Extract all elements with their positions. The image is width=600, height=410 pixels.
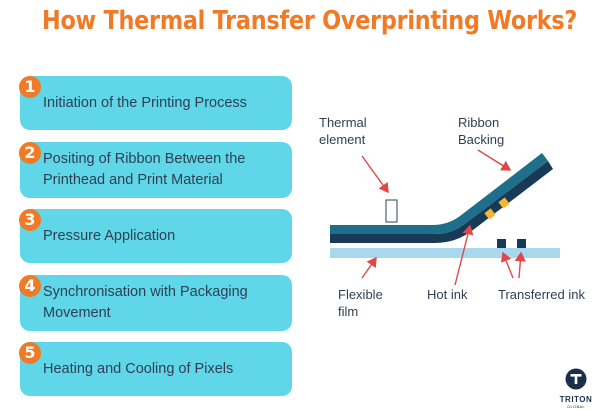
step-number-badge: 4 [19, 275, 41, 297]
flexible-film-label-line2: film [338, 304, 358, 319]
step-card-4: Synchronisation with Packaging Movement [20, 275, 292, 331]
ribbon-backing-label-line1: Ribbon [458, 115, 499, 130]
hot-ink-arrow [454, 224, 474, 286]
ribbon-dark-layer [330, 161, 553, 243]
step-label: Pressure Application [43, 227, 176, 244]
thermal-element [385, 199, 398, 223]
ribbon-backing-label-line2: Backing [458, 132, 504, 147]
transferred-ink-dot [517, 239, 526, 248]
transferred-ink-label: Transferred ink [498, 287, 585, 302]
thermal-element-label-line1: Thermal [319, 115, 367, 130]
page-title: How Thermal Transfer Overprinting Works? [42, 6, 578, 36]
step-card-3: Pressure Application [20, 209, 292, 263]
step-card-5: Heating and Cooling of Pixels [20, 342, 292, 396]
step-label: Positing of Ribbon Between the Printhead… [43, 151, 246, 188]
hot-ink-dot [498, 197, 510, 209]
thermal-element-arrow [361, 155, 389, 194]
flexible-film-arrow [361, 256, 377, 279]
transferred-ink-arrow [514, 251, 526, 279]
transferred-ink-dot [497, 239, 506, 248]
triton-logo-icon [565, 368, 587, 390]
step-card-2: Positing of Ribbon Between the Printhead… [20, 142, 292, 198]
thermal-transfer-diagram: Thermal element Ribbon Backing Flexible … [319, 115, 585, 319]
step-label: Heating and Cooling of Pixels [43, 360, 234, 377]
step-number-badge: 5 [19, 342, 41, 364]
step-label: Synchronisation with Packaging Movement [43, 284, 248, 321]
step-number-badge: 3 [19, 209, 41, 231]
step-card-1: Initiation of the Printing Process [20, 76, 292, 130]
step-label: Initiation of the Printing Process [43, 94, 247, 111]
flexible-film-label-line1: Flexible [338, 287, 383, 302]
step-number-badge: 2 [19, 142, 41, 164]
flexible-film-band [330, 248, 560, 258]
thermal-element-label-line2: element [319, 132, 366, 147]
logo-wordmark: TRITON [559, 395, 593, 404]
step-number-badge: 1 [19, 76, 41, 98]
logo-tagline: GLOBAL [567, 404, 585, 409]
ribbon-backing-layer [330, 153, 548, 234]
hot-ink-dot [484, 208, 496, 220]
ribbon-backing-arrow [477, 149, 512, 171]
hot-ink-label: Hot ink [427, 287, 468, 302]
triton-logo: TRITON GLOBAL [556, 368, 596, 409]
transferred-ink-arrow [500, 251, 514, 279]
